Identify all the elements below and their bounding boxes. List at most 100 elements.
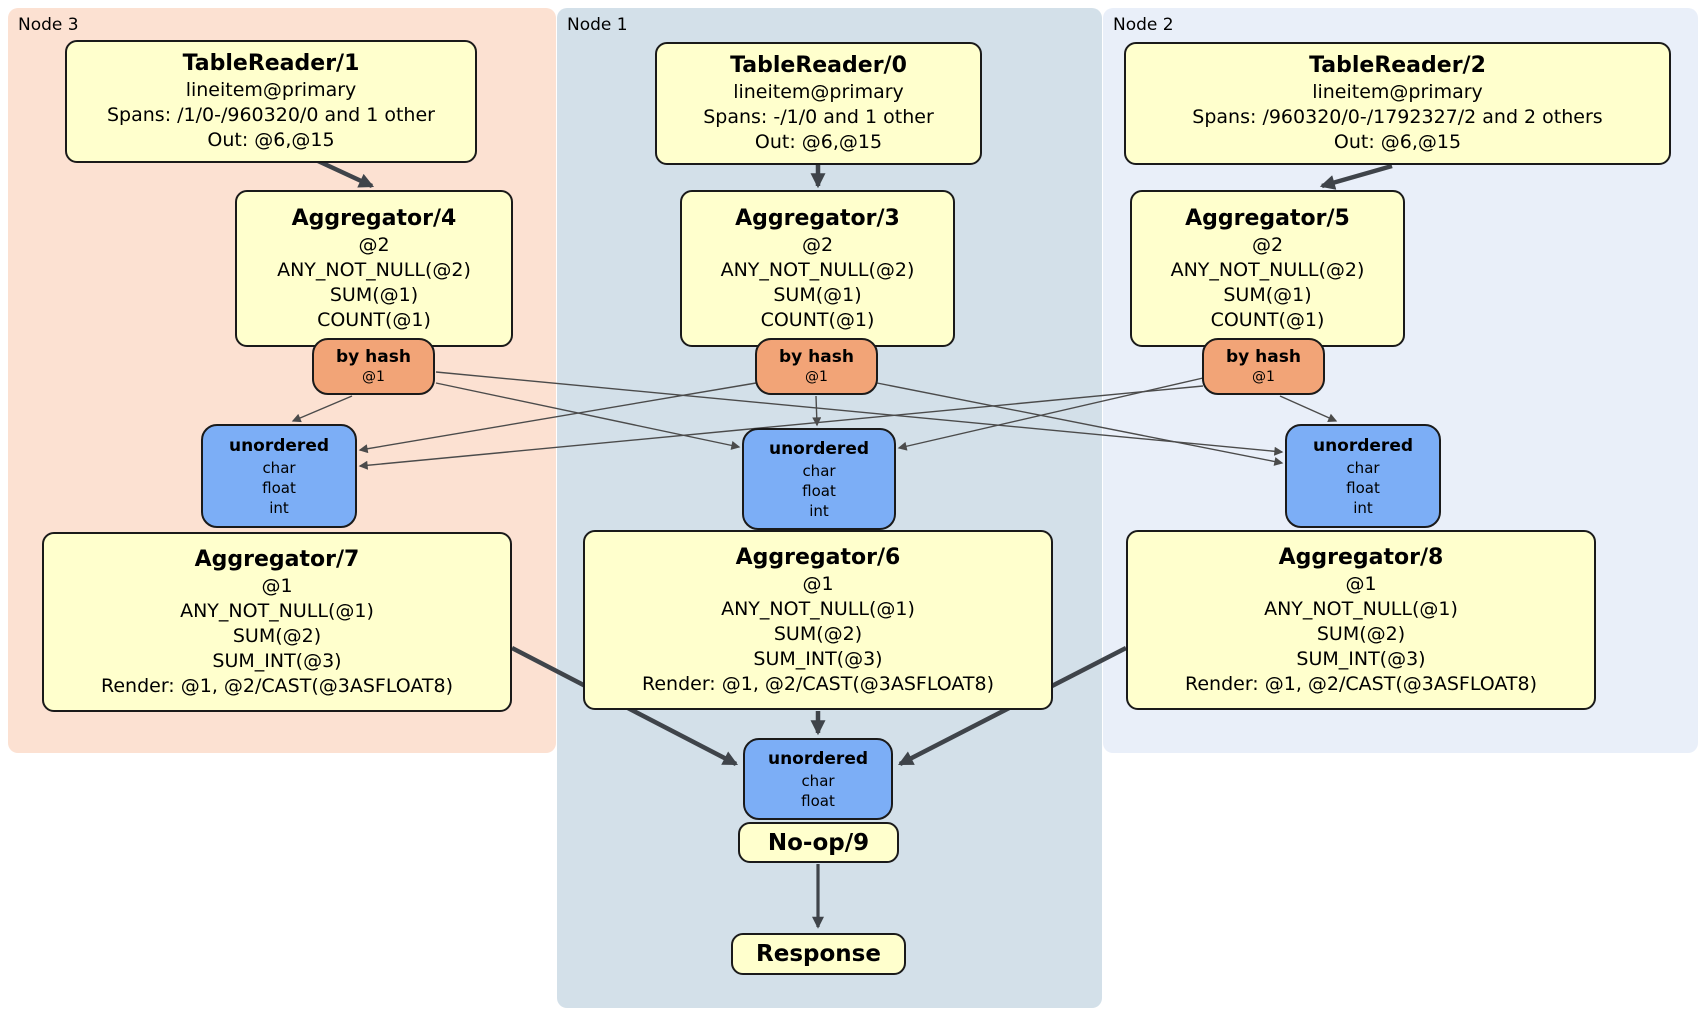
box-title-byhash-3: by hash [336, 347, 411, 367]
box-line-aggregator-6-0: @1 [802, 572, 834, 595]
edge-byhash-1-to-unordered-1 [812, 395, 822, 427]
box-line-aggregator-3-0: @2 [801, 233, 834, 256]
box-title-noop-9: No-op/9 [767, 829, 870, 856]
box-line-tablereader-0-0: lineitem@primary [733, 81, 904, 103]
edge-tablereader-2-to-aggregator-5 [1319, 163, 1393, 190]
box-line-unordered-3-1: float [262, 478, 296, 497]
edge-byhash-3-to-unordered-2 [435, 371, 1284, 456]
edge-tablereader-1-to-aggregator-4 [317, 158, 375, 189]
box-line-aggregator-5-3: COUNT(@1) [1210, 308, 1325, 331]
box-line-aggregator-8-3: SUM_INT(@3) [1296, 647, 1426, 670]
box-line-aggregator-3-2: SUM(@1) [773, 283, 862, 306]
panel-label-node3: Node 3 [18, 15, 79, 35]
box-title-byhash-1: by hash [779, 347, 854, 367]
box-line-aggregator-7-0: @1 [261, 574, 293, 597]
box-line-tablereader-1-0: lineitem@primary [185, 79, 357, 101]
box-byhash-3: by hash @1 [312, 338, 435, 395]
box-title-unordered-final: unordered [767, 748, 869, 769]
box-line-aggregator-5-1: ANY_NOT_NULL(@2) [1170, 258, 1365, 281]
box-line-unordered-final-0: char [801, 771, 835, 790]
box-line-aggregator-8-2: SUM(@2) [1316, 622, 1406, 645]
box-title-unordered-1: unordered [768, 438, 870, 459]
box-title-aggregator-8: Aggregator/8 [1278, 544, 1444, 570]
box-line-aggregator-4-1: ANY_NOT_NULL(@2) [277, 258, 471, 281]
edge-byhash-2-to-unordered-1 [897, 377, 1204, 451]
box-line-aggregator-8-0: @1 [1345, 572, 1377, 595]
edge-byhash-3-to-unordered-3 [291, 395, 353, 423]
box-line-aggregator-6-1: ANY_NOT_NULL(@1) [721, 597, 915, 620]
box-line-byhash-2-0: @1 [1252, 369, 1275, 385]
box-line-aggregator-7-3: SUM_INT(@3) [212, 649, 342, 672]
box-line-unordered-2-0: char [1346, 458, 1380, 477]
box-line-unordered-1-1: float [802, 481, 836, 500]
box-line-aggregator-6-3: SUM_INT(@3) [753, 647, 883, 670]
edge-byhash-2-to-unordered-3 [358, 385, 1204, 470]
box-title-tablereader-0: TableReader/0 [730, 53, 907, 78]
box-line-unordered-2-1: float [1346, 478, 1380, 497]
box-title-aggregator-3: Aggregator/3 [735, 205, 900, 231]
box-line-aggregator-3-3: COUNT(@1) [760, 308, 875, 331]
box-line-aggregator-6-4: Render: @1, @2/CAST(@3ASFLOAT8) [642, 672, 994, 695]
box-line-aggregator-5-2: SUM(@1) [1223, 283, 1312, 306]
box-line-byhash-3-0: @1 [362, 369, 385, 385]
edge-byhash-3-to-unordered-1 [435, 382, 741, 450]
box-response: Response [731, 933, 906, 975]
box-byhash-2: by hash @1 [1202, 338, 1325, 395]
box-line-tablereader-1-1: Spans: /1/0-/960320/0 and 1 other [107, 104, 435, 126]
box-title-unordered-3: unordered [228, 435, 330, 456]
edge-byhash-1-to-unordered-2 [876, 382, 1284, 466]
edge-byhash-1-to-unordered-3 [358, 382, 757, 454]
box-line-aggregator-5-0: @2 [1251, 233, 1284, 256]
box-line-aggregator-7-2: SUM(@2) [232, 624, 322, 647]
box-line-aggregator-4-3: COUNT(@1) [317, 308, 431, 331]
box-noop-9: No-op/9 [738, 822, 899, 863]
box-line-aggregator-7-1: ANY_NOT_NULL(@1) [180, 599, 374, 622]
box-line-aggregator-8-1: ANY_NOT_NULL(@1) [1264, 597, 1458, 620]
box-line-unordered-1-2: int [809, 501, 829, 520]
box-title-aggregator-4: Aggregator/4 [291, 205, 457, 231]
box-line-aggregator-4-2: SUM(@1) [329, 283, 419, 306]
box-line-tablereader-1-2: Out: @6,@15 [207, 129, 335, 151]
box-title-aggregator-6: Aggregator/6 [735, 544, 901, 570]
box-line-tablereader-0-2: Out: @6,@15 [754, 131, 883, 153]
edge-byhash-2-to-unordered-2 [1279, 395, 1338, 422]
box-line-unordered-2-2: int [1353, 498, 1373, 517]
box-line-unordered-1-0: char [802, 461, 836, 480]
box-line-aggregator-4-0: @2 [358, 233, 390, 256]
box-line-tablereader-2-1: Spans: /960320/0-/1792327/2 and 2 others [1192, 106, 1603, 128]
box-line-aggregator-3-1: ANY_NOT_NULL(@2) [720, 258, 915, 281]
panel-label-node2: Node 2 [1113, 15, 1174, 35]
box-byhash-1: by hash @1 [755, 338, 878, 395]
box-line-tablereader-0-1: Spans: -/1/0 and 1 other [703, 106, 934, 128]
box-title-tablereader-1: TableReader/1 [182, 51, 360, 76]
box-line-unordered-final-1: float [801, 791, 835, 810]
box-title-unordered-2: unordered [1312, 435, 1414, 456]
box-title-aggregator-5: Aggregator/5 [1185, 205, 1350, 231]
box-title-byhash-2: by hash [1226, 347, 1301, 367]
box-line-tablereader-2-2: Out: @6,@15 [1333, 131, 1462, 153]
box-line-aggregator-7-4: Render: @1, @2/CAST(@3ASFLOAT8) [101, 674, 453, 697]
box-line-aggregator-6-2: SUM(@2) [773, 622, 863, 645]
box-line-aggregator-8-4: Render: @1, @2/CAST(@3ASFLOAT8) [1185, 672, 1537, 695]
box-line-unordered-3-2: int [269, 498, 289, 517]
box-title-aggregator-7: Aggregator/7 [194, 546, 360, 572]
box-line-byhash-1-0: @1 [805, 369, 828, 385]
box-title-tablereader-2: TableReader/2 [1309, 53, 1486, 78]
box-line-unordered-3-0: char [262, 458, 296, 477]
panel-label-node1: Node 1 [567, 15, 628, 35]
box-title-response: Response [756, 941, 881, 967]
box-line-tablereader-2-0: lineitem@primary [1312, 81, 1483, 103]
